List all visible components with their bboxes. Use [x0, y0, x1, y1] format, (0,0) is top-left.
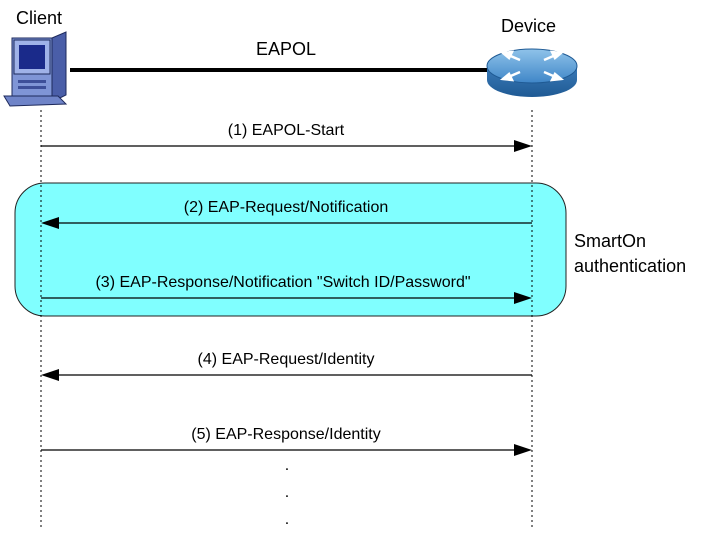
client-label: Client	[16, 8, 62, 28]
step-2-label: (2) EAP-Request/Notification	[184, 199, 389, 216]
eapol-label: EAPOL	[256, 39, 316, 59]
continuation-dot-2: .	[285, 484, 289, 501]
device-label: Device	[501, 16, 556, 36]
smarton-label-line1: SmartOn	[574, 231, 646, 251]
continuation-dot-3: .	[285, 511, 289, 528]
smarton-label-line2: authentication	[574, 256, 686, 276]
smarton-region	[14, 182, 567, 317]
step-3-arrowhead	[514, 292, 532, 304]
step-1-arrowhead	[514, 140, 532, 152]
step-3-label: (3) EAP-Response/Notification "Switch ID…	[95, 274, 470, 291]
router-icon	[486, 48, 578, 97]
continuation-dot-1: .	[285, 457, 289, 474]
step-2-arrowhead	[41, 217, 59, 229]
step-4-arrowhead	[41, 369, 59, 381]
step-5-arrowhead	[514, 444, 532, 456]
computer-icon	[3, 31, 68, 107]
step-4-label: (4) EAP-Request/Identity	[198, 351, 375, 368]
step-5-label: (5) EAP-Response/Identity	[191, 426, 380, 443]
step-1-label: (1) EAPOL-Start	[228, 122, 345, 139]
